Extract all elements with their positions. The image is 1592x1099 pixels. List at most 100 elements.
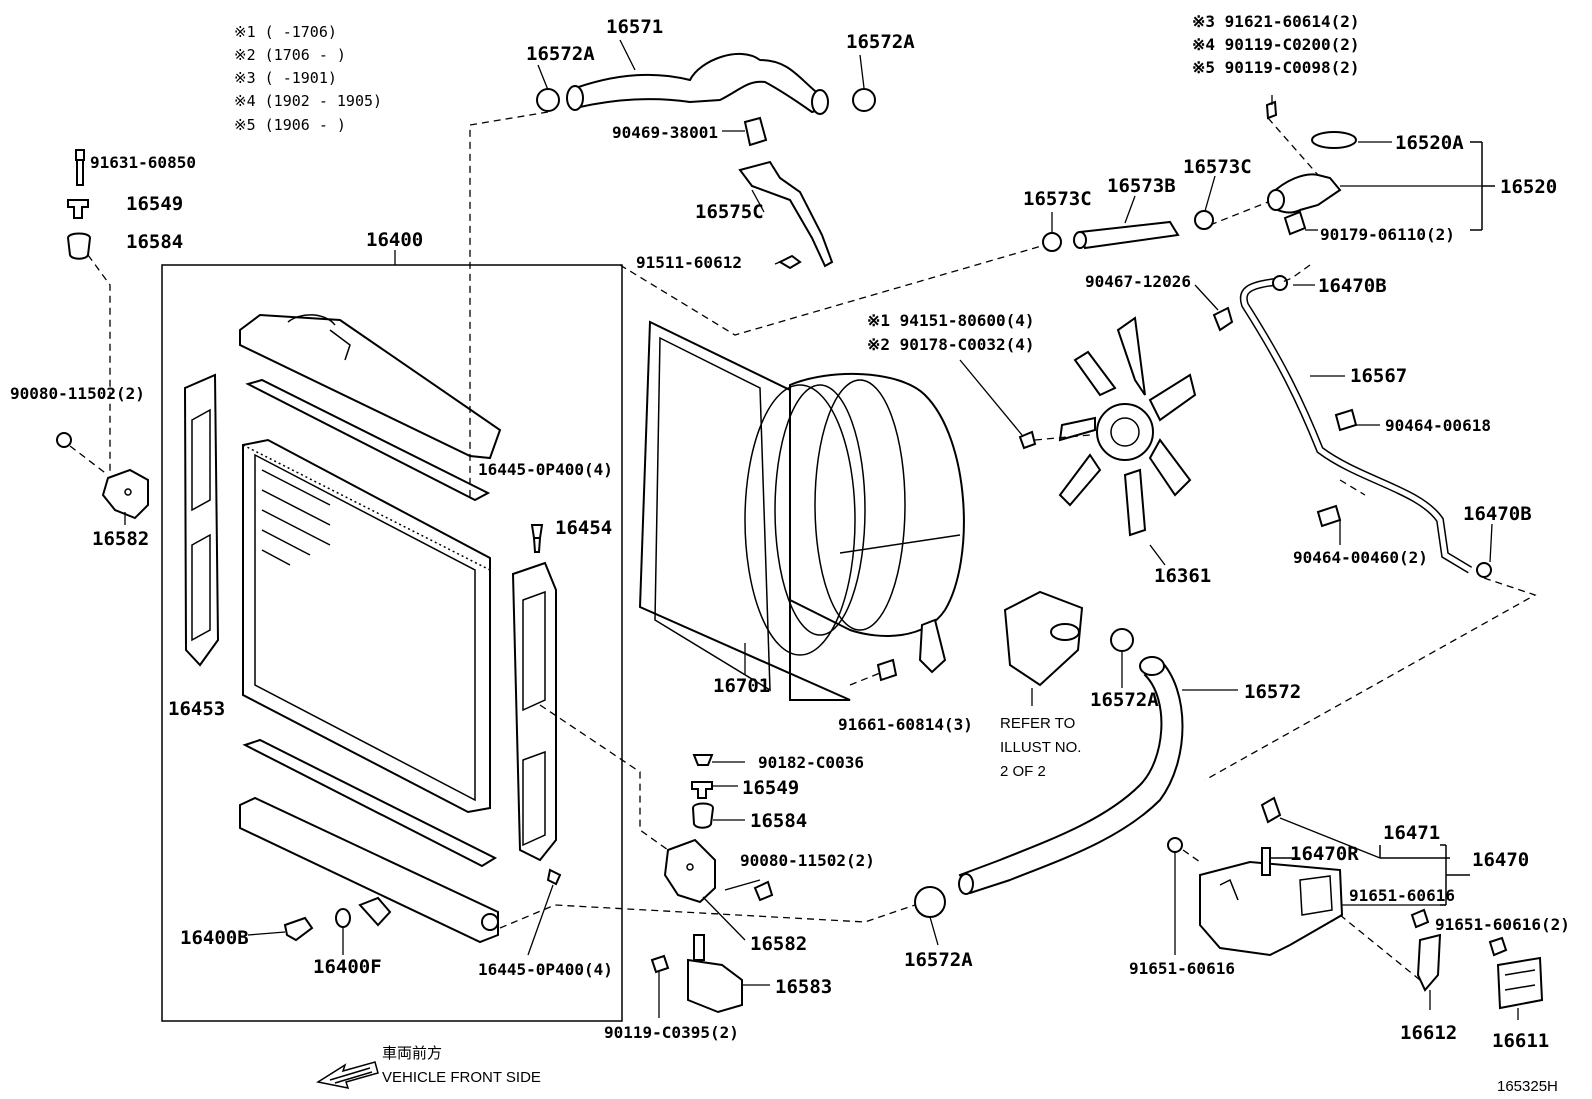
lower-tank <box>239 796 499 944</box>
part-labels: 16571 16572A 16572A 90469-38001 16575C 9… <box>10 12 1570 1052</box>
clamp-90464-00618 <box>1334 408 1358 432</box>
bolt-91651-left <box>1167 837 1183 853</box>
label-16584-b: 16584 <box>750 810 807 832</box>
hose-16571 <box>568 52 828 114</box>
upper-tank <box>239 313 502 460</box>
label-16583: 16583 <box>775 976 832 998</box>
label-16445-b: 16445-0P400(4) <box>478 960 613 979</box>
bolt-90119-center <box>650 954 670 974</box>
label-16520: 16520 <box>1500 176 1557 198</box>
label-91511: 91511-60612 <box>636 253 742 272</box>
refer-note: REFER TO ILLUST NO. 2 OF 2 <box>1000 715 1081 780</box>
label-16582-a: 16582 <box>92 528 149 550</box>
label-16584-a: 16584 <box>126 231 183 253</box>
label-16572A-2: 16572A <box>846 31 915 53</box>
bolt-91651-center <box>1410 908 1430 929</box>
label-90119-b: ※5 90119-C0098(2) <box>1192 58 1360 77</box>
label-90080-a: 90080-11502(2) <box>10 384 145 403</box>
hose-16573B <box>1078 220 1180 250</box>
fan-shroud-16701 <box>619 244 1046 701</box>
nut-94151 <box>1018 430 1037 450</box>
label-16454: 16454 <box>555 517 612 539</box>
clamp-16573C-left <box>1042 232 1062 252</box>
bolt-90179 <box>1283 210 1307 236</box>
clamp-16572A-left <box>536 88 560 112</box>
bracket-16612 <box>1416 933 1442 992</box>
label-90119-c: 90119-C0395(2) <box>604 1023 739 1042</box>
label-90464-b: 90464-00460(2) <box>1293 548 1428 567</box>
label-16572: 16572 <box>1244 681 1301 703</box>
front-label-jp: 車両前方 <box>382 1045 442 1062</box>
clamp-16572A-lower <box>914 886 946 918</box>
bracket-16582-center <box>663 838 716 904</box>
bolt-91661 <box>876 658 898 682</box>
clamp-16572A-right <box>852 88 876 112</box>
label-90464-a: 90464-00618 <box>1385 416 1491 435</box>
bracket-16583 <box>687 934 743 1014</box>
label-91661: 91661-60814(3) <box>838 715 973 734</box>
note-4: ※4 (1902 - 1905) <box>234 92 382 110</box>
bolt-91631 <box>75 149 85 186</box>
bolt-16445-top <box>530 524 544 553</box>
o-ring-16400F <box>335 908 351 928</box>
label-16567: 16567 <box>1350 365 1407 387</box>
upper-gasket <box>245 378 491 502</box>
label-16573C-2: 16573C <box>1183 156 1252 178</box>
radiator-core <box>242 438 491 814</box>
label-16573C-1: 16573C <box>1023 188 1092 210</box>
clip-90469 <box>743 116 768 147</box>
cushion-16584 <box>66 232 92 260</box>
bracket-16611 <box>1496 956 1544 1010</box>
hose-16573B-group <box>1042 175 1216 252</box>
label-16470R: 16470R <box>1290 843 1359 865</box>
cap-16520A <box>1311 131 1357 149</box>
note-3: ※3 ( -1901) <box>234 69 337 87</box>
label-16453: 16453 <box>168 698 225 720</box>
clamp-16470B-top <box>1272 275 1288 291</box>
refer-line-2: ILLUST NO. <box>1000 739 1081 756</box>
label-90467: 90467-12026 <box>1085 272 1191 291</box>
label-16571: 16571 <box>606 16 663 38</box>
note-5: ※5 (1906 - ) <box>234 116 346 134</box>
clamp-16572A-upper <box>1110 628 1134 652</box>
collar-16549-center <box>691 781 713 799</box>
bolt-91651-right <box>1488 936 1508 957</box>
note-2: ※2 (1706 - ) <box>234 46 346 64</box>
label-16572A-4: 16572A <box>904 949 973 971</box>
collar-16549 <box>67 199 89 219</box>
cap-16470R <box>1261 847 1271 876</box>
label-16470B-2: 16470B <box>1463 503 1532 525</box>
label-94151: ※1 94151-80600(4) <box>867 311 1035 330</box>
vehicle-front-indicator: 車両前方 VEHICLE FRONT SIDE <box>316 1045 541 1089</box>
label-90178: ※2 90178-C0032(4) <box>867 335 1035 354</box>
left-bracket-group <box>56 149 149 525</box>
nut-90182 <box>692 754 714 766</box>
label-16572A-3: 16572A <box>1090 689 1159 711</box>
label-91651-c: 91651-60616(2) <box>1435 915 1570 934</box>
label-16400: 16400 <box>366 229 423 251</box>
label-16361: 16361 <box>1154 565 1211 587</box>
clamp-16573C-right <box>1194 210 1214 230</box>
label-16470: 16470 <box>1472 849 1529 871</box>
label-16575C: 16575C <box>695 201 764 223</box>
label-16612: 16612 <box>1400 1022 1457 1044</box>
refer-line-1: REFER TO <box>1000 715 1075 732</box>
label-90080-b: 90080-11502(2) <box>740 851 875 870</box>
label-16400F: 16400F <box>313 956 382 978</box>
label-91631: 91631-60850 <box>90 153 196 172</box>
upper-hose-group <box>469 39 876 500</box>
lower-gasket <box>242 738 498 868</box>
inlet-group <box>1209 95 1495 236</box>
bolt-90080-center <box>753 880 774 902</box>
label-91621: ※3 91621-60614(2) <box>1192 12 1360 31</box>
hose-16471 <box>1260 796 1282 824</box>
label-90119-a: ※4 90119-C0200(2) <box>1192 35 1360 54</box>
label-90469: 90469-38001 <box>612 123 718 142</box>
lower-hose-group <box>499 590 1238 946</box>
clamp-16470B-bottom <box>1476 562 1492 578</box>
label-16520A: 16520A <box>1395 132 1464 154</box>
label-16572A-1: 16572A <box>526 43 595 65</box>
clamp-90464-00460 <box>1316 504 1342 528</box>
overflow-hose-group <box>1194 264 1537 781</box>
